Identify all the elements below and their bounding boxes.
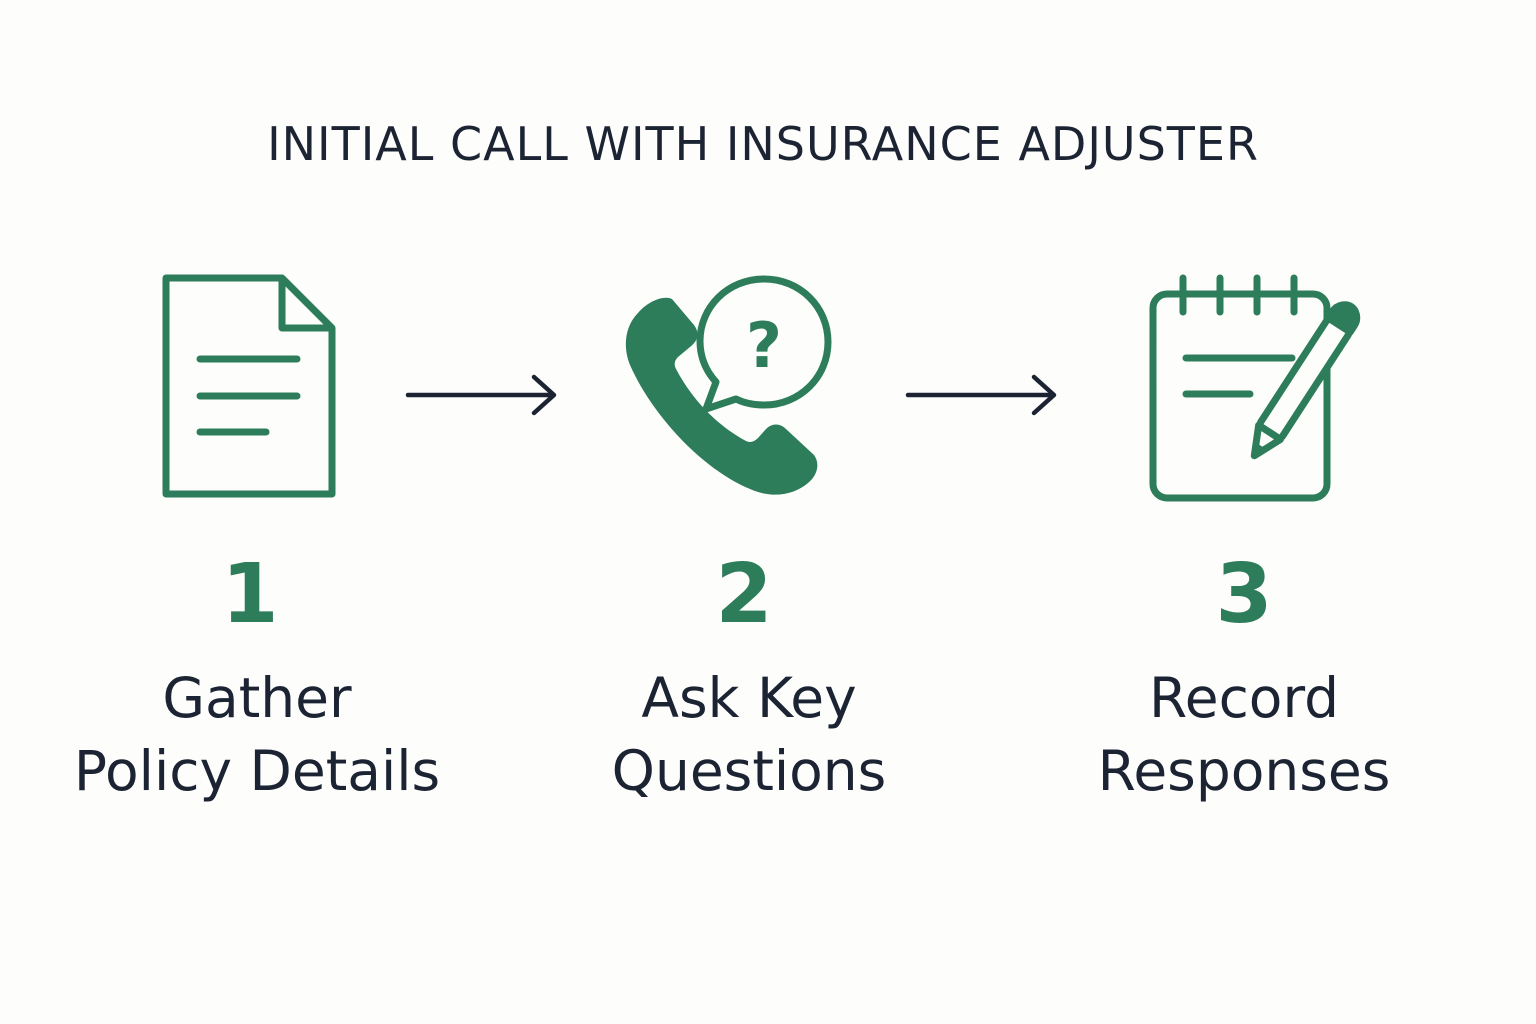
step-label-line: Responses [1097, 739, 1391, 803]
svg-text:?: ? [746, 309, 782, 382]
step-label-line: Gather [162, 666, 352, 730]
step-number: 1 [221, 547, 279, 642]
arrow-right-icon [905, 374, 1057, 416]
diagram-title: INITIAL CALL WITH INSURANCE ADJUSTER [267, 117, 1259, 171]
step-label-line: Ask Key [641, 666, 857, 730]
step-label-line: Questions [611, 739, 887, 803]
step-label: Record Responses [1034, 662, 1454, 808]
step-label-line: Policy Details [73, 739, 441, 803]
document-icon [162, 274, 336, 498]
arrow-right-icon [405, 374, 557, 416]
step-number: 2 [715, 547, 773, 642]
phone-question-icon: ? [625, 275, 832, 495]
step-label: Ask Key Questions [539, 662, 959, 808]
step-label: Gather Policy Details [47, 662, 467, 808]
notepad-pencil-icon [1149, 274, 1361, 502]
step-label-line: Record [1148, 666, 1340, 730]
step-number: 3 [1215, 547, 1273, 642]
